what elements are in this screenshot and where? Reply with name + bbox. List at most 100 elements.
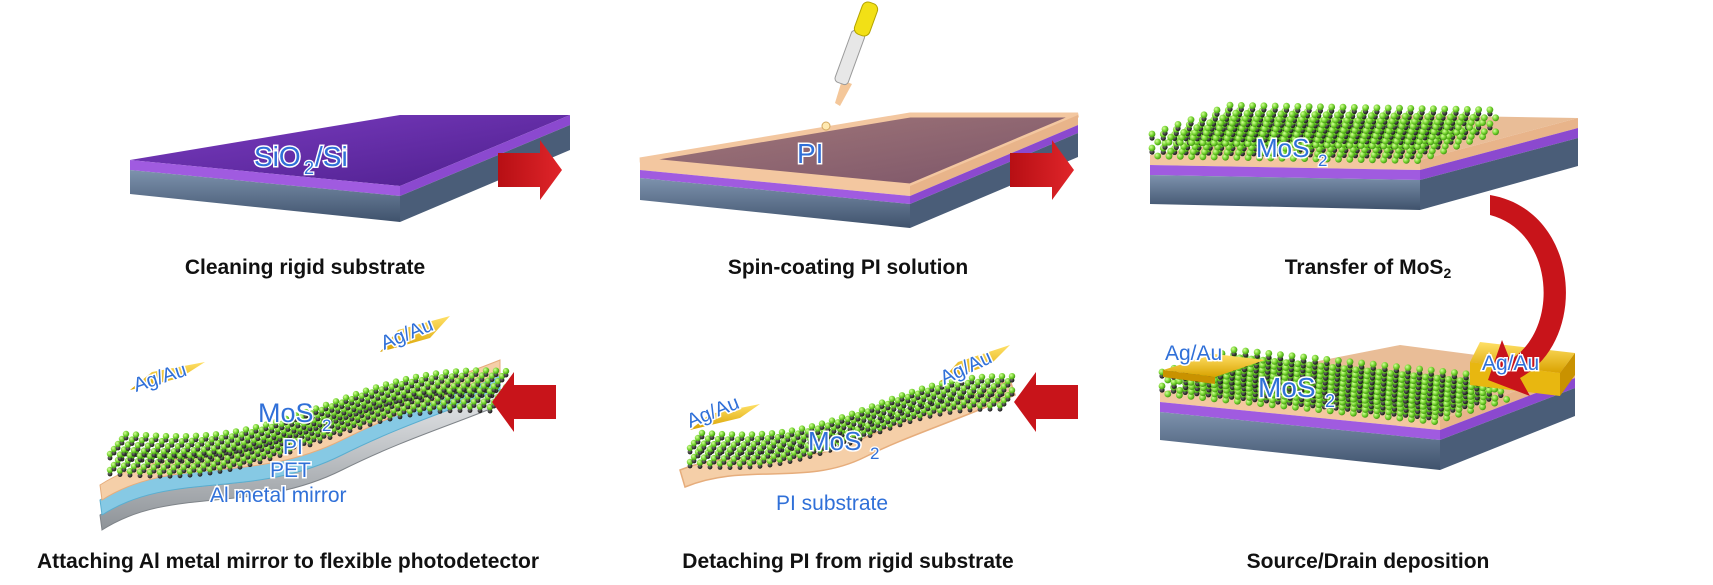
s-atom	[1467, 402, 1475, 409]
s-atom	[1270, 372, 1277, 380]
s-atom	[778, 428, 786, 436]
s-atom	[1257, 395, 1265, 403]
step3-caption-main: Transfer of MoS	[1284, 256, 1444, 279]
s-atom	[126, 468, 134, 475]
s-atom	[1379, 112, 1386, 120]
s-atom	[130, 447, 138, 454]
s-atom	[1316, 372, 1324, 380]
s-atom	[1352, 371, 1359, 379]
s-atom	[1269, 382, 1276, 390]
s-atom	[1328, 378, 1335, 386]
s-atom	[456, 387, 464, 394]
s-atom	[1292, 403, 1299, 411]
s-atom	[202, 432, 210, 439]
s-atom	[1479, 398, 1487, 406]
s-atom	[1246, 394, 1253, 401]
s-atom	[1362, 387, 1370, 394]
s-atom	[292, 412, 300, 419]
s-atom	[116, 451, 124, 458]
s-atom	[466, 387, 474, 394]
s-atom	[1420, 393, 1428, 400]
s-atom	[230, 441, 238, 448]
s-atom	[700, 440, 708, 447]
label-mos2-step6: MoS 2	[257, 397, 333, 437]
s-atom	[1167, 147, 1175, 155]
s-atom	[232, 428, 240, 435]
s-atom	[960, 384, 968, 392]
s-atom	[1340, 370, 1348, 377]
s-atom	[996, 388, 1004, 395]
s-atom	[1431, 404, 1438, 411]
s-atom	[1288, 110, 1296, 118]
s-atom	[150, 447, 158, 455]
s-atom	[818, 420, 826, 427]
s-atom	[1234, 378, 1242, 386]
s-atom	[308, 410, 316, 417]
step2-pi-coated	[639, 1, 1079, 228]
s-atom	[210, 460, 218, 468]
s-atom	[1408, 396, 1416, 404]
s-atom	[200, 446, 208, 453]
s-atom	[898, 392, 906, 399]
label-text: MoS	[258, 398, 314, 428]
s-atom	[1420, 412, 1427, 419]
s-atom	[472, 367, 480, 374]
s-atom	[768, 430, 776, 437]
s-atom	[482, 367, 490, 374]
s-atom	[1234, 374, 1242, 381]
s-atom	[184, 442, 192, 449]
s-atom	[1249, 102, 1256, 109]
s-atom	[164, 443, 172, 450]
s-atom	[706, 445, 714, 453]
s-atom	[442, 369, 450, 376]
s-atom	[180, 463, 188, 470]
s-atom	[1456, 387, 1463, 394]
s-atom	[190, 463, 198, 470]
s-atom	[1306, 361, 1313, 369]
s-atom	[106, 450, 114, 458]
s-atom	[478, 372, 486, 379]
s-atom	[1315, 387, 1323, 395]
s-atom	[1270, 362, 1278, 370]
s-atom	[1280, 388, 1288, 396]
s-atom	[986, 402, 994, 409]
s-atom	[786, 440, 794, 447]
s-atom	[1316, 377, 1324, 385]
s-atom	[964, 379, 972, 387]
s-atom	[954, 381, 962, 388]
s-atom	[1452, 105, 1460, 113]
s-atom	[686, 458, 694, 466]
s-atom	[224, 438, 232, 445]
s-atom	[1219, 114, 1227, 122]
s-atom	[312, 405, 320, 412]
s-atom	[1158, 382, 1166, 390]
label-al-mirror: Al metal mirror	[210, 484, 347, 507]
label-subscript: 2	[322, 416, 331, 435]
step3-mos2-transferred	[1148, 101, 1578, 210]
s-atom	[140, 447, 148, 454]
s-atom	[710, 440, 718, 448]
s-atom	[990, 383, 998, 390]
arrow-left-1	[1014, 372, 1078, 432]
s-atom	[970, 383, 978, 391]
s-atom	[120, 462, 128, 469]
s-atom	[984, 378, 992, 385]
s-atom	[1386, 384, 1393, 392]
s-atom	[410, 402, 418, 410]
s-atom	[746, 459, 754, 467]
s-atom	[1234, 397, 1241, 405]
s-atom	[436, 388, 444, 395]
s-atom	[736, 446, 744, 453]
s-atom	[766, 457, 774, 465]
s-atom	[1373, 104, 1381, 112]
s-atom	[694, 434, 702, 442]
s-atom	[1339, 384, 1346, 392]
s-atom	[1000, 383, 1008, 390]
s-atom	[136, 468, 144, 475]
s-atom	[1421, 378, 1429, 386]
s-atom	[1350, 395, 1357, 403]
s-atom	[1294, 360, 1302, 368]
s-atom	[182, 433, 190, 440]
s-atom	[996, 402, 1004, 409]
s-atom	[1364, 367, 1371, 375]
